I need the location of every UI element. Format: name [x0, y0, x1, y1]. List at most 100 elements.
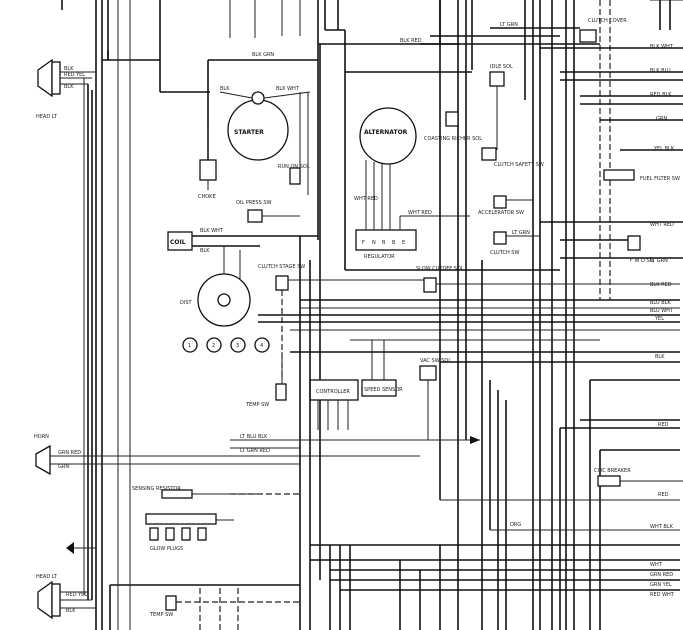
wire-label-grn-yel: GRN YEL: [650, 582, 672, 588]
horn-label: HORN: [34, 434, 49, 440]
wire-label-blk-2: BLK: [64, 84, 74, 90]
dist-terminal-4: 4: [260, 343, 263, 349]
wire-label-lt-grn: LT GRN: [500, 22, 518, 28]
wire-label-red-yel-2: RED YEL: [66, 592, 87, 598]
wire-label-red-blk: RED BLK: [650, 92, 672, 98]
wire-label-lt-grn-2: LT GRN: [512, 230, 530, 236]
wire-label-wht-blk: WHT BLK: [650, 524, 674, 530]
clutch-switch: CLUTCH SW LT GRN: [490, 230, 540, 256]
wire-label-blk-6: BLK: [655, 354, 665, 360]
wire-label-blk-3: BLK: [66, 608, 76, 614]
clutch-stage-sw-label: CLUTCH STAGE SW: [258, 264, 305, 270]
starter: STARTER BLK BLK WHT: [219, 86, 311, 195]
temp-switch: TEMP SW: [245, 352, 287, 408]
temp-sw-label: TEMP SW: [245, 402, 269, 408]
regulator-terminal-f: F: [362, 240, 365, 246]
temp-sw-bottom-label: TEMP SW: [149, 612, 173, 618]
dist-terminal-2: 2: [212, 343, 215, 349]
wire-label-wht-red: WHT RED: [354, 196, 378, 202]
dist-terminal-1: 1: [188, 343, 191, 349]
regulator-terminal-e: E: [402, 240, 405, 246]
accelerator-sw-label: ACCELERATOR SW: [478, 210, 524, 216]
regulator-label: REGULATOR: [364, 254, 395, 260]
wire-label-grn-2: GRN: [656, 116, 667, 122]
wire-label-wht-red-3: WHT RED: [650, 222, 674, 228]
oil-press-sw-label: OIL PRESS SW: [236, 200, 272, 206]
glow-plug-circuit: SENSING RESISTOR GLOW PLUGS: [132, 486, 300, 552]
wire-label-blk-5: BLK: [200, 248, 210, 254]
regulator-terminal-n: N: [372, 240, 376, 246]
vac-switch-solenoid: VAC SW SOL: [419, 358, 451, 440]
fwd-switch: F W D SW: [627, 235, 655, 264]
fuel-filter-switch: FUEL FILTER SW YEL BLK: [603, 146, 680, 182]
wire-label-blk-4: BLK: [220, 86, 230, 92]
wire-label-blk-grn: BLK GRN: [252, 52, 274, 58]
coasting-richer-solenoid: COASTING RICHER SOL: [424, 111, 482, 142]
power-controller: CONTROLLER: [309, 379, 359, 430]
wire-label-blk-wht-3: BLK WHT: [650, 44, 674, 50]
wire-label-blk-blu: BLK BLU: [650, 68, 671, 74]
dist-label: DIST: [180, 300, 192, 306]
alternator-label: ALTERNATOR: [364, 129, 408, 136]
speed-sensor-label: SPEED SENSOR: [364, 387, 403, 393]
horn: HORN GRN RED GRN: [34, 434, 420, 476]
wire-label-blk-red-2: BLK RED: [650, 282, 672, 288]
coil-label: COIL: [170, 239, 186, 246]
head-lt-top-label: HEAD LT: [36, 114, 58, 120]
clutch-cover-label: CLUTCH COVER: [588, 18, 627, 24]
wire-label-wht: WHT: [650, 562, 663, 568]
wire-label-blk-wht-2: BLK WHT: [200, 228, 224, 234]
coasting-richer-sol-label: COASTING RICHER SOL: [424, 136, 482, 142]
wire-label-blk: BLK: [64, 66, 74, 72]
wire-label-lt-grn-3: LT GRN: [650, 258, 668, 264]
clutch-cover: CLUTCH COVER: [579, 0, 627, 300]
speed-sensor: SPEED SENSOR: [361, 340, 403, 397]
wire-label-yel-blk: YEL BLK: [653, 146, 675, 152]
wire-label-red-2: RED: [658, 492, 669, 498]
regulator-terminal-b1: B: [382, 240, 386, 246]
circ-breaker-label: CIRC BREAKER: [594, 468, 631, 474]
clutch-safety-sw-label: CLUTCH SAFETY SW: [494, 162, 544, 168]
fuel-filter-sw-label: FUEL FILTER SW: [640, 176, 680, 182]
clutch-safety-switch: CLUTCH SAFETY SW: [481, 147, 544, 168]
wire-label-lt-grn-red: LT GRN RED: [240, 448, 270, 454]
dist-terminals: 1 2 3 4: [182, 337, 270, 353]
glow-plugs: [149, 527, 207, 541]
accelerator-switch: ACCELERATOR SW: [478, 195, 533, 216]
choke: CHOKE: [198, 124, 217, 200]
wire-label-blu-blk: BLU BLK: [650, 300, 671, 306]
wire-label-wht-red-2: WHT RED: [408, 210, 432, 216]
regulator-terminal-b2: B: [392, 240, 396, 246]
alternator: ALTERNATOR WHT RED: [354, 107, 417, 230]
distributor: DIST 1 2 3 4: [180, 246, 270, 353]
wire-label-grn-red: GRN RED: [58, 450, 81, 456]
wire-label-yel: YEL: [654, 316, 664, 322]
dist-terminal-3: 3: [236, 343, 239, 349]
vac-sw-sol-label: VAC SW SOL: [420, 358, 451, 364]
ignition-coil: COIL BLK WHT BLK: [167, 228, 318, 254]
clutch-sw-label: CLUTCH SW: [490, 250, 519, 256]
wire-label-grn: GRN: [58, 464, 69, 470]
oil-pressure-switch: OIL PRESS SW: [236, 200, 300, 223]
left-harness: [83, 0, 160, 630]
wire-label-red-wht: RED WHT: [650, 592, 675, 598]
middle-wiring: BLK RED BLU BLK BLU WHT YEL BLK RED RED …: [61, 0, 680, 630]
choke-label: CHOKE: [198, 194, 216, 200]
wire-label-org: ORG: [510, 522, 521, 528]
idle-solenoid: IDLE SOL: [489, 64, 513, 150]
fwd-sw-label: F W D SW: [630, 258, 655, 264]
idle-sol-label: IDLE SOL: [490, 64, 513, 70]
head-lamp-bottom: HEAD LT RED YEL BLK: [36, 542, 96, 620]
run-on-solenoid: RUN ON SOL: [278, 164, 310, 185]
head-lamp-top: HEAD LT BLK RED YEL BLK: [36, 58, 96, 120]
temp-switch-bottom: TEMP SW: [149, 588, 300, 630]
wire-label-lt-blu-blk: LT BLU BLK: [240, 434, 268, 440]
wire-label-blk-red: BLK RED: [400, 38, 422, 44]
sensing-resistor-label: SENSING RESISTOR: [132, 486, 181, 492]
circuit-breaker: CIRC BREAKER: [594, 468, 683, 487]
wire-label-grn-red-2: GRN RED: [650, 572, 673, 578]
starter-label: STARTER: [234, 129, 264, 136]
head-lt-bottom-label: HEAD LT: [36, 574, 58, 580]
right-wiring: WHT RED LT GRN: [540, 0, 683, 264]
